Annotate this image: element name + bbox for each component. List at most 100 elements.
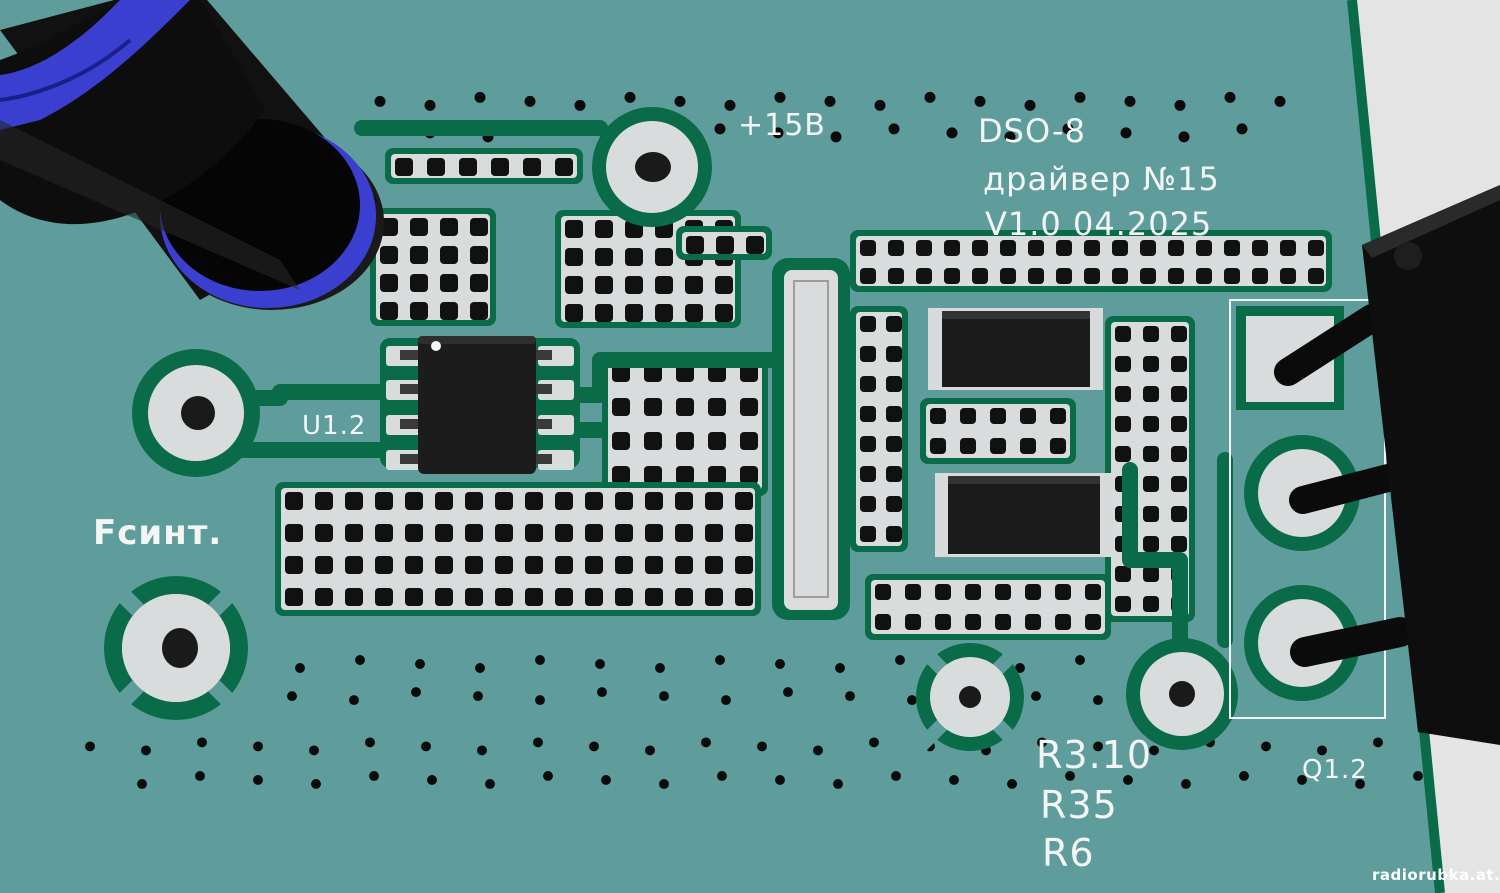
fill-hole (860, 268, 876, 284)
fill-hole (735, 556, 753, 574)
via (775, 775, 785, 785)
via (355, 655, 365, 665)
fill-hole (685, 276, 703, 294)
fill-hole (595, 276, 613, 294)
fill-hole (435, 492, 453, 510)
via (1015, 663, 1025, 673)
fill-hole (930, 408, 946, 424)
fill-hole (995, 584, 1011, 600)
fill-hole (555, 588, 573, 606)
via (824, 95, 836, 107)
fill-hole (1143, 356, 1159, 372)
fill-hole (565, 220, 583, 238)
fill-hole (1171, 326, 1187, 342)
fill-hole (705, 588, 723, 606)
via (1037, 737, 1047, 748)
fill-hole (735, 588, 753, 606)
fill-hole (1056, 268, 1072, 284)
via (1297, 775, 1307, 785)
fill-hole (990, 408, 1006, 424)
pad-15v (592, 107, 712, 227)
fill-hole (405, 556, 423, 574)
via (524, 95, 536, 107)
via (1174, 99, 1186, 111)
via (597, 687, 607, 698)
fill-hole (612, 398, 630, 416)
fill-hole (886, 496, 902, 512)
fill-hole (1171, 386, 1187, 402)
via (1355, 779, 1365, 789)
fill-hole (860, 466, 876, 482)
via (477, 745, 487, 756)
fill-hole (1196, 240, 1212, 256)
fill-hole (595, 220, 613, 238)
fill-hole (1143, 536, 1159, 552)
fill-hole (612, 432, 630, 450)
fill-hole (1000, 268, 1016, 284)
via (1236, 123, 1248, 135)
fill-hole (405, 492, 423, 510)
via (946, 127, 958, 139)
fill-hole (1056, 240, 1072, 256)
fill-hole (585, 556, 603, 574)
via (721, 695, 731, 706)
fill-hole (525, 556, 543, 574)
fill-hole (965, 584, 981, 600)
fill-hole (315, 524, 333, 542)
fill-hole (676, 466, 694, 484)
fill-hole (676, 364, 694, 382)
via (645, 745, 655, 756)
copper-fill (608, 360, 762, 490)
fill-hole (1143, 326, 1159, 342)
fill-hole (380, 246, 398, 264)
fill-hole (655, 276, 673, 294)
via (1065, 771, 1075, 781)
via (874, 99, 886, 111)
fill-hole (495, 588, 513, 606)
fill-hole (944, 240, 960, 256)
silk-res-line2: R35 (1040, 783, 1118, 827)
fill-hole (860, 346, 876, 362)
fill-hole (645, 524, 663, 542)
via (1317, 745, 1327, 756)
via (1074, 91, 1086, 103)
fill-hole (459, 158, 477, 176)
fill-hole (916, 268, 932, 284)
via (365, 737, 375, 748)
via (287, 691, 297, 702)
fill-hole (395, 158, 413, 176)
fill-hole (715, 276, 733, 294)
fill-hole (886, 406, 902, 422)
via (659, 779, 669, 789)
fill-hole (875, 614, 891, 630)
fill-hole (905, 614, 921, 630)
fill-hole (886, 316, 902, 332)
fill-hole (1025, 584, 1041, 600)
fill-hole (440, 246, 458, 264)
fill-hole (345, 492, 363, 510)
fill-hole (1168, 240, 1184, 256)
fill-hole (888, 268, 904, 284)
fill-hole (645, 492, 663, 510)
via (535, 695, 545, 706)
fill-hole (995, 614, 1011, 630)
fill-hole (965, 614, 981, 630)
via (924, 91, 936, 103)
fill-hole (1143, 566, 1159, 582)
fill-hole (1143, 416, 1159, 432)
via (574, 99, 586, 111)
via (197, 737, 207, 748)
fill-hole (555, 492, 573, 510)
via (421, 741, 431, 752)
via (349, 695, 359, 706)
fill-hole (990, 438, 1006, 454)
via (474, 91, 486, 103)
fill-hole (1143, 386, 1159, 402)
copper-pour-pads (275, 148, 1332, 640)
via (624, 91, 636, 103)
copper-fill (871, 580, 1105, 634)
via (715, 655, 725, 665)
via (535, 655, 545, 665)
fill-hole (625, 304, 643, 322)
fill-hole (888, 240, 904, 256)
